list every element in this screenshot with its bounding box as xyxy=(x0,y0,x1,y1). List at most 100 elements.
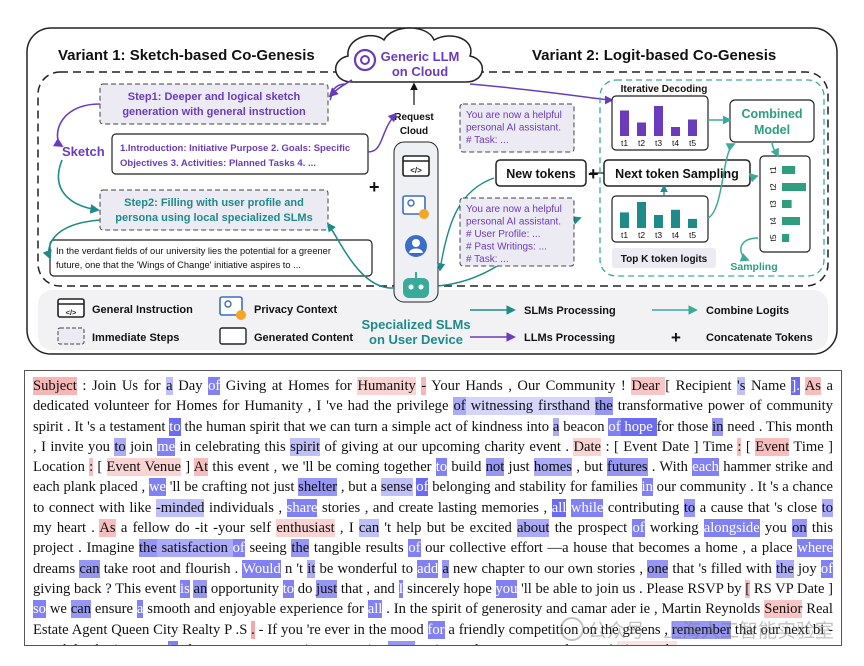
token: take root and flourish . xyxy=(99,560,243,577)
token: : xyxy=(737,437,742,456)
prompt-line: personal AI assistant. xyxy=(466,123,561,134)
request-cloud-label-1: Request xyxy=(394,112,434,123)
token: a friendly competition on the greens , xyxy=(444,621,672,638)
prompt-line: # Task: ... xyxy=(466,254,509,265)
token: that 's filled with xyxy=(668,560,776,577)
bar xyxy=(654,215,663,228)
topk-label: Top K token logits xyxy=(621,254,708,265)
bar xyxy=(782,217,800,225)
legend-immediate-steps: Immediate Steps xyxy=(92,332,179,344)
prompt-line: # Task: ... xyxy=(466,135,509,146)
step2-text-1: Step2: Filling with user profile and xyxy=(124,197,304,209)
new-tokens-label: New tokens xyxy=(506,167,576,181)
token: it xyxy=(307,559,316,578)
token: individuals , xyxy=(204,499,287,516)
token: of xyxy=(408,539,421,558)
token: -minded xyxy=(155,498,205,517)
token: for xyxy=(427,620,445,639)
token: smooth and enjoyable experience for xyxy=(143,601,368,618)
token: remember xyxy=(671,620,732,639)
token: this event , we 'll be coming together xyxy=(208,459,436,476)
token: At xyxy=(193,458,209,477)
token: tangible results xyxy=(309,540,409,557)
token: hammer strike and each plank placed , xyxy=(33,459,833,496)
legend-generated-swatch xyxy=(219,327,247,345)
token: the xyxy=(594,397,613,416)
token: not xyxy=(485,458,505,477)
token: in xyxy=(641,478,653,497)
token: a xyxy=(442,559,449,578)
legend-slms-processing: SLMs Processing xyxy=(524,305,616,317)
sampling-label: Sampling xyxy=(730,261,777,273)
prompt-line: personal AI assistant. xyxy=(466,217,561,228)
bar-tick-label: t1 xyxy=(768,166,778,173)
token: the xyxy=(138,539,157,558)
token: giving back ? This event xyxy=(33,580,181,597)
token: sense xyxy=(380,478,413,497)
bar-tick-label: t3 xyxy=(655,138,662,148)
bar xyxy=(671,127,680,136)
token: all xyxy=(551,498,567,517)
token: of xyxy=(453,397,466,416)
token: stories , and create lasting memories , xyxy=(317,499,552,516)
token: can xyxy=(70,600,92,619)
token: that , and xyxy=(337,580,399,597)
token: be wonderful to xyxy=(315,560,418,577)
token: working xyxy=(644,520,704,537)
legend-generated-content: Generated Content xyxy=(254,332,353,344)
prompt-box-1 xyxy=(459,103,575,153)
token: Name xyxy=(745,378,792,394)
step1-text-2: generation with general instruction xyxy=(122,106,306,118)
token: you xyxy=(759,520,793,537)
token: build xyxy=(447,459,486,476)
token: of xyxy=(820,559,833,578)
token: this project . Imagine xyxy=(33,520,833,557)
legend-plus-icon: + xyxy=(671,328,681,347)
step2-box xyxy=(99,189,329,231)
token: while xyxy=(570,498,604,517)
token: alongside xyxy=(703,519,760,538)
token: to xyxy=(821,498,833,517)
token: swing and support a good cause ! xyxy=(415,641,617,645)
token: we xyxy=(148,478,166,497)
legend-llms-processing: LLMs Processing xyxy=(524,332,615,344)
token: need . This month , I invite you xyxy=(33,418,833,455)
bar xyxy=(782,183,806,191)
token: for those xyxy=(656,418,713,435)
token: homes xyxy=(533,458,572,477)
bar-tick-label: t4 xyxy=(672,230,679,240)
bar-tick-label: t3 xyxy=(768,200,778,207)
token: Subject xyxy=(33,377,77,395)
legend-immediate-steps-swatch xyxy=(57,327,85,345)
token: , but a xyxy=(337,479,381,496)
robot-icon xyxy=(403,272,429,298)
logit-region xyxy=(599,79,825,277)
token: As xyxy=(99,519,116,538)
token: [ Recipient xyxy=(665,378,738,394)
token: the xyxy=(776,559,794,578)
prompt-box-2 xyxy=(459,197,575,267)
co-genesis-diagram: Variant 1: Sketch-based Co-Genesis Varia… xyxy=(26,27,838,355)
legend-general-instruction: General Instruction xyxy=(92,304,193,316)
token: transformative power of community spirit… xyxy=(33,398,833,435)
token: [ xyxy=(741,438,756,455)
token: : [ Event Date ] Time xyxy=(601,438,738,455)
token: witnessing firsthand xyxy=(465,397,595,416)
token: Time ] Location xyxy=(33,438,833,476)
token: Event Venue xyxy=(106,458,182,477)
legend-privacy-icon xyxy=(219,296,246,320)
bar xyxy=(688,119,697,136)
legend-privacy-context: Privacy Context xyxy=(254,304,337,316)
token: your xyxy=(388,640,416,645)
step1-text-1: Step1: Deeper and logical sketch xyxy=(128,91,301,103)
token: Real Estate Agent Queen City Realty P .S xyxy=(33,601,833,638)
bar xyxy=(637,202,646,228)
token: RS VP Date ] xyxy=(750,580,834,597)
svg-text:</>: </> xyxy=(66,308,77,317)
token: of xyxy=(608,417,621,436)
token: just xyxy=(316,579,338,598)
step1-box xyxy=(99,83,329,125)
token: about xyxy=(517,519,550,538)
token: our community . It 's a chance to connec… xyxy=(33,479,834,516)
